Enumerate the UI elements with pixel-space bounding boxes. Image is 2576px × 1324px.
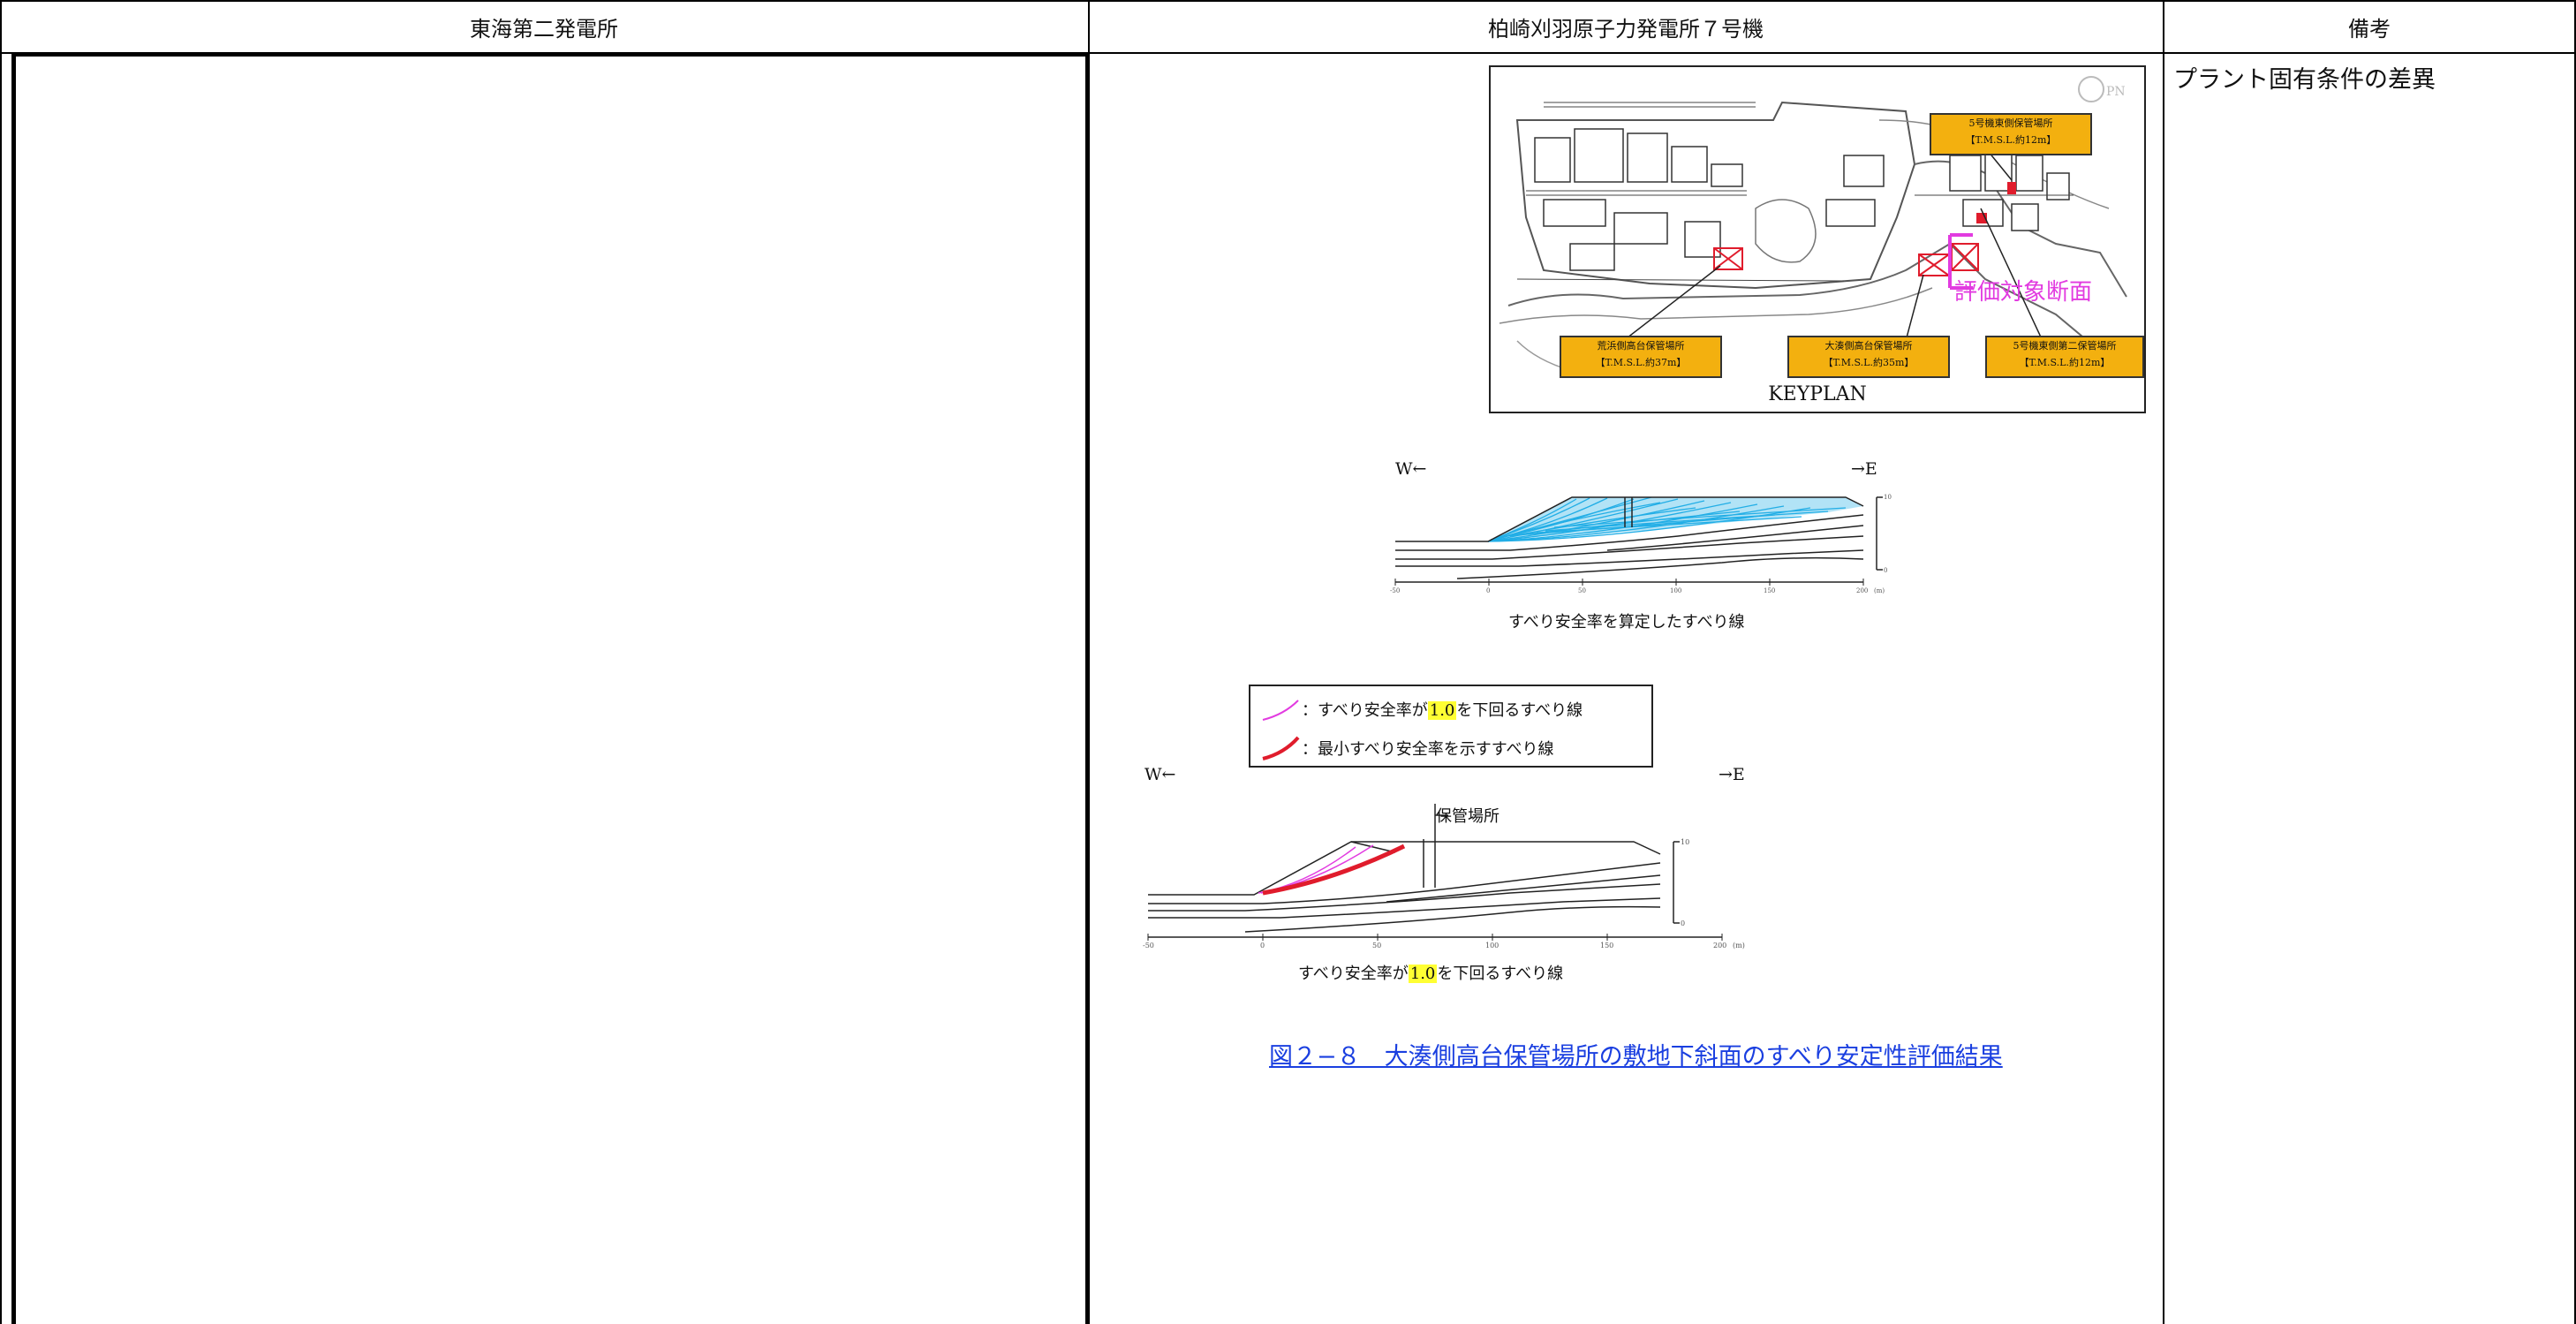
section2-caption-value: 1.0 (1408, 965, 1438, 983)
section2-caption-pre: すべり安全率が (1298, 965, 1409, 983)
table-right-border (2574, 0, 2576, 1324)
section2-x-unit: (m) (1733, 942, 1745, 949)
section1-caption: すべり安全率を算定したすべり線 (1508, 613, 1745, 632)
section1-xtick-100: 100 (1670, 587, 1681, 594)
section1-xtick-50: 50 (1578, 587, 1586, 594)
legend-item-below-1-post: を下回るすべり線 (1456, 701, 1583, 720)
keyplan-box-unit5-east-name: 5号機東側保管場所 (1968, 117, 2053, 129)
left-content-frame (11, 52, 1090, 1324)
keyplan-figure: PN 評価対象断面 5号機東側保管場所 【T.M.S.L.約12m】 (1489, 65, 2146, 413)
section1-ytick-10: 10 (1884, 494, 1892, 501)
legend-swatches (1262, 700, 1300, 760)
section2-xtick-m50: -50 (1143, 942, 1154, 949)
keyplan-title: KEYPLAN (1768, 383, 1867, 405)
legend-item-below-1-pre: ：すべり安全率が (1302, 701, 1428, 720)
keyplan-box-arahama-name: 荒浜側高台保管場所 (1597, 340, 1685, 352)
legend-item-below-1-value: 1.0 (1427, 701, 1457, 720)
keyplan-box-ominato: 大湊側高台保管場所 【T.M.S.L.約35m】 (1787, 336, 1950, 378)
keyplan-box-unit5-east-level: 【T.M.S.L.約12m】 (1965, 134, 2057, 146)
section2-storage-text: 保管場所 (1436, 807, 1500, 826)
header-col-kashiwazaki: 柏崎刈羽原子力発電所７号機 (1488, 16, 1764, 42)
keyplan-box-unit5-east-second-level: 【T.M.S.L.約12m】 (2019, 357, 2111, 368)
keyplan-box-unit5-east-second-name: 5号機東側第二保管場所 (2013, 340, 2117, 352)
section2-caption-post: を下回るすべり線 (1437, 965, 1564, 983)
keyplan-box-unit5-east-second: 5号機東側第二保管場所 【T.M.S.L.約12m】 (1985, 336, 2144, 378)
section2-west-label: W← (1144, 765, 1176, 784)
section2-east-label: →E (1719, 765, 1745, 784)
keyplan-box-ominato-level: 【T.M.S.L.約35m】 (1823, 357, 1915, 368)
section1-xtick-0: 0 (1486, 587, 1490, 594)
section2-xtick-200: 200 (1713, 942, 1726, 949)
section2-xtick-150: 150 (1600, 942, 1613, 949)
remark-plant-conditions: プラント固有条件の差異 (2173, 66, 2436, 94)
section2-ytick-10: 10 (1681, 838, 1689, 846)
section1-xtick-150: 150 (1764, 587, 1775, 594)
keyplan-north: PN (2106, 85, 2126, 99)
legend-item-minimum: ：最小すべり安全率を示すすべり線 (1302, 740, 1554, 759)
section1-xtick-200: 200 (1856, 587, 1868, 594)
keyplan-map-drawing: PN (1499, 76, 2127, 377)
keyplan-target-section-label: 評価対象断面 (1954, 279, 2093, 306)
col-divider-2 (2163, 0, 2164, 1324)
section2-storage-label: 保管場所 (1436, 804, 1500, 827)
keyplan-box-arahama: 荒浜側高台保管場所 【T.M.S.L.約37m】 (1560, 336, 1722, 378)
figure-caption: 図２−８ 大湊側高台保管場所の敷地下斜面のすべり安定性評価結果 (1269, 1043, 2003, 1071)
section1-xtick-m50: -50 (1390, 587, 1400, 594)
table-left-border (0, 0, 2, 1324)
section1-ytick-0: 0 (1884, 567, 1887, 574)
keyplan-box-arahama-level: 【T.M.S.L.約37m】 (1595, 357, 1687, 368)
table-top-border (0, 0, 2576, 2)
header-col-remarks: 備考 (2348, 16, 2391, 42)
section1-west-label: W← (1395, 459, 1427, 479)
section1-x-unit: (m) (1874, 587, 1885, 594)
section1-east-label: →E (1851, 459, 1877, 479)
section2-cross-section-drawing: 10 0 -50 0 50 100 150 200 (m) (1143, 804, 1745, 949)
section2-xtick-0: 0 (1260, 942, 1265, 949)
header-bottom-border (0, 52, 2576, 54)
keyplan-box-unit5-east: 5号機東側保管場所 【T.M.S.L.約12m】 (1930, 113, 2092, 155)
section2-ytick-0: 0 (1681, 919, 1685, 927)
section1-cross-section-drawing: 10 0 -50 0 50 100 150 200 (m) (1390, 494, 1892, 594)
section2-xtick-50: 50 (1372, 942, 1381, 949)
header-col-tokai: 東海第二発電所 (470, 16, 618, 42)
section2-xtick-100: 100 (1485, 942, 1499, 949)
keyplan-box-ominato-name: 大湊側高台保管場所 (1824, 340, 1913, 352)
